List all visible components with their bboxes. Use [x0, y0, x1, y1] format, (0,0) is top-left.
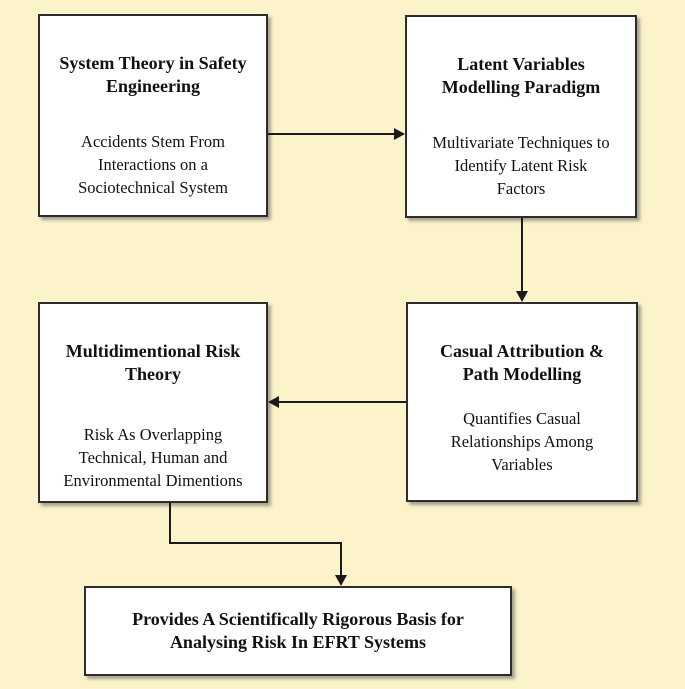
arrowhead-down-icon: [516, 291, 528, 302]
node-latent-variables: Latent Variables Modelling Paradigm Mult…: [405, 15, 637, 218]
node-body: Risk As Overlapping Technical, Human and…: [63, 425, 243, 490]
node-body: Multivariate Techniques to Identify Late…: [432, 133, 610, 198]
node-title: Provides A Scientifically Rigorous Basis…: [132, 608, 464, 652]
node-casual-attribution: Casual Attribution & Path Modelling Quan…: [406, 302, 638, 502]
node-system-theory: System Theory in Safety Engineering Acci…: [38, 14, 268, 217]
arrow-line: [268, 133, 396, 135]
arrow-line-vertical-1: [169, 503, 171, 544]
arrowhead-down-icon: [335, 575, 347, 586]
node-title: System Theory in Safety Engineering: [59, 53, 247, 97]
arrow-line: [521, 218, 523, 292]
node-body: Quantifies Casual Relationships Among Va…: [450, 409, 594, 474]
node-title: Casual Attribution & Path Modelling: [439, 341, 605, 385]
arrow-line: [279, 401, 406, 403]
arrowhead-right-icon: [394, 128, 405, 140]
arrowhead-left-icon: [268, 396, 279, 408]
node-conclusion: Provides A Scientifically Rigorous Basis…: [84, 586, 512, 676]
node-body: Accidents Stem From Interactions on a So…: [78, 132, 228, 197]
arrow-line-vertical-2: [340, 542, 342, 575]
node-multidimentional-risk: Multidimentional Risk Theory Risk As Ove…: [38, 302, 268, 503]
node-title: Latent Variables Modelling Paradigm: [441, 54, 601, 98]
node-title: Multidimentional Risk Theory: [65, 341, 241, 385]
arrow-line-horizontal: [169, 542, 342, 544]
